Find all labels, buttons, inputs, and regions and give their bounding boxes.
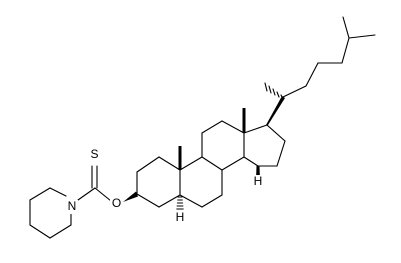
ring-b [179, 156, 223, 208]
ring-d [243, 124, 286, 167]
atom-label-h-c5: H [174, 210, 186, 225]
svg-text:O: O [112, 196, 121, 210]
c5-h-hash [176, 196, 184, 210]
svg-text:H: H [254, 174, 263, 188]
atom-label-h-c14: H [252, 174, 264, 189]
ring-a [136, 156, 181, 208]
isooctyl-chain [282, 16, 376, 98]
svg-text:H: H [176, 210, 185, 224]
o-c3-wedge-bond [123, 191, 138, 202]
c10-methyl-bold [178, 146, 182, 170]
angular-methyls [178, 108, 246, 170]
thiocarbamate-group [77, 165, 112, 202]
svg-text:S: S [90, 147, 98, 161]
c20-methyl-hash [264, 82, 284, 100]
ring-c [201, 120, 245, 171]
svg-text:N: N [68, 199, 77, 213]
c13-methyl-bold [242, 108, 246, 133]
c17-sidechain-bold [266, 96, 285, 125]
atom-label-o: O [110, 196, 123, 211]
atom-label-n: N [66, 199, 78, 214]
atom-label-s: S [89, 147, 100, 162]
piperidine-ring [29, 187, 72, 239]
